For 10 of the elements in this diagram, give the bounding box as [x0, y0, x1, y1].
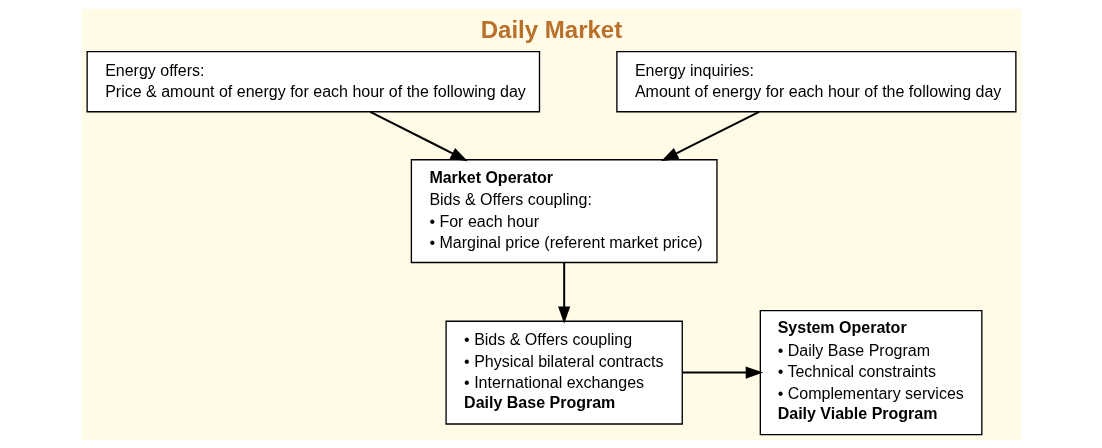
node-box: System Operator • Daily Base Program • Technical constraints • Complementary services Daily Viable Program [759, 309, 982, 435]
arrow [557, 261, 570, 324]
node-box: Energy inquiries: Amount of energy for each hour of the following day [615, 50, 1017, 112]
diagram-title: Daily Market [480, 15, 622, 43]
node-box: Market Operator Bids & Offers coupling: • For each hour • Marginal price (referent market price) [410, 158, 718, 263]
node-box: • Bids & Offers coupling • Physical bilateral contracts • International exchanges Daily Base Program [444, 320, 683, 425]
arrow [660, 110, 760, 161]
arrow [368, 110, 468, 161]
node-box: Energy offers: Price & amount of energy for each hour of the following day [85, 50, 540, 112]
arrow [681, 366, 763, 379]
